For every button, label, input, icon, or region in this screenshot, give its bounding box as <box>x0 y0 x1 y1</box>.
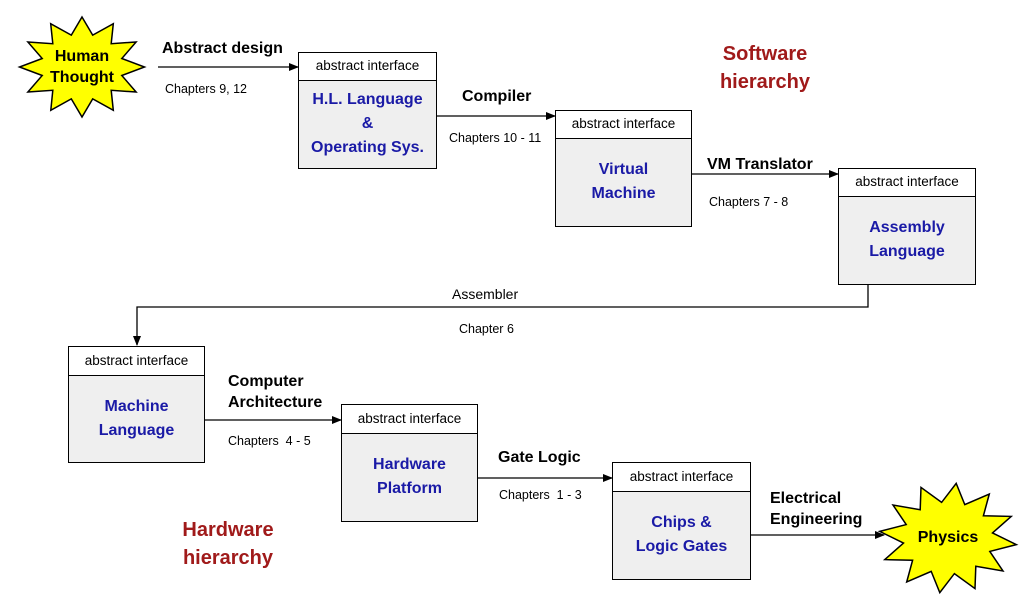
abstract-interface-header: abstract interface <box>342 405 477 434</box>
physics-star-shape <box>877 481 1019 595</box>
vm-translator-label: VM Translator <box>707 156 813 173</box>
assembly-language-box: abstract interface Assembly Language <box>838 168 976 285</box>
hl-language-title: H.L. Language & Operating Sys. <box>311 91 424 156</box>
hardware-platform-box: abstract interface Hardware Platform <box>341 404 478 522</box>
gate-logic-chapters: Chapters 1 - 3 <box>499 488 582 502</box>
computer-architecture-label: Computer Architecture <box>228 373 323 411</box>
virtual-machine-box: abstract interface Virtual Machine <box>555 110 692 227</box>
machine-language-box: abstract interface Machine Language <box>68 346 205 463</box>
abstract-interface-header: abstract interface <box>69 347 204 376</box>
abstract-interface-header: abstract interface <box>299 53 436 81</box>
human-thought-star-shape <box>17 15 147 119</box>
hl-language-box: abstract interface H.L. Language & Opera… <box>298 52 437 169</box>
assembler-label: Assembler <box>452 286 519 302</box>
chips-logic-gates-box: abstract interface Chips & Logic Gates <box>612 462 751 580</box>
abstract-design-label: Abstract design <box>162 40 283 57</box>
vm-translator-chapters: Chapters 7 - 8 <box>709 195 789 209</box>
abstract-interface-header: abstract interface <box>839 169 975 197</box>
abstract-interface-header: abstract interface <box>613 463 750 492</box>
machine-language-title: Machine Language <box>98 397 175 439</box>
assembly-language-title: Assembly Language <box>869 219 945 260</box>
hardware-platform-title: Hardware Platform <box>373 456 446 497</box>
gate-logic-label: Gate Logic <box>498 449 581 466</box>
abstract-interface-header: abstract interface <box>556 111 691 139</box>
software-hierarchy-label: Software hierarchy <box>719 43 811 93</box>
human-thought-label: Human Thought <box>50 48 114 86</box>
virtual-machine-title: Virtual Machine <box>591 161 656 202</box>
compiler-chapters: Chapters 10 - 11 <box>449 131 542 145</box>
hardware-hierarchy-label: Hardware hierarchy <box>182 519 274 569</box>
arrow-assembler <box>133 285 869 346</box>
assembler-chapters: Chapter 6 <box>459 322 514 336</box>
abstract-design-chapters: Chapters 9, 12 <box>165 82 247 96</box>
computer-architecture-chapters: Chapters 4 - 5 <box>228 434 311 448</box>
electrical-engineering-label: Electrical Engineering <box>770 490 863 528</box>
chips-logic-gates-title: Chips & Logic Gates <box>635 514 728 555</box>
compiler-label: Compiler <box>462 88 532 105</box>
physics-label: Physics <box>917 529 979 546</box>
